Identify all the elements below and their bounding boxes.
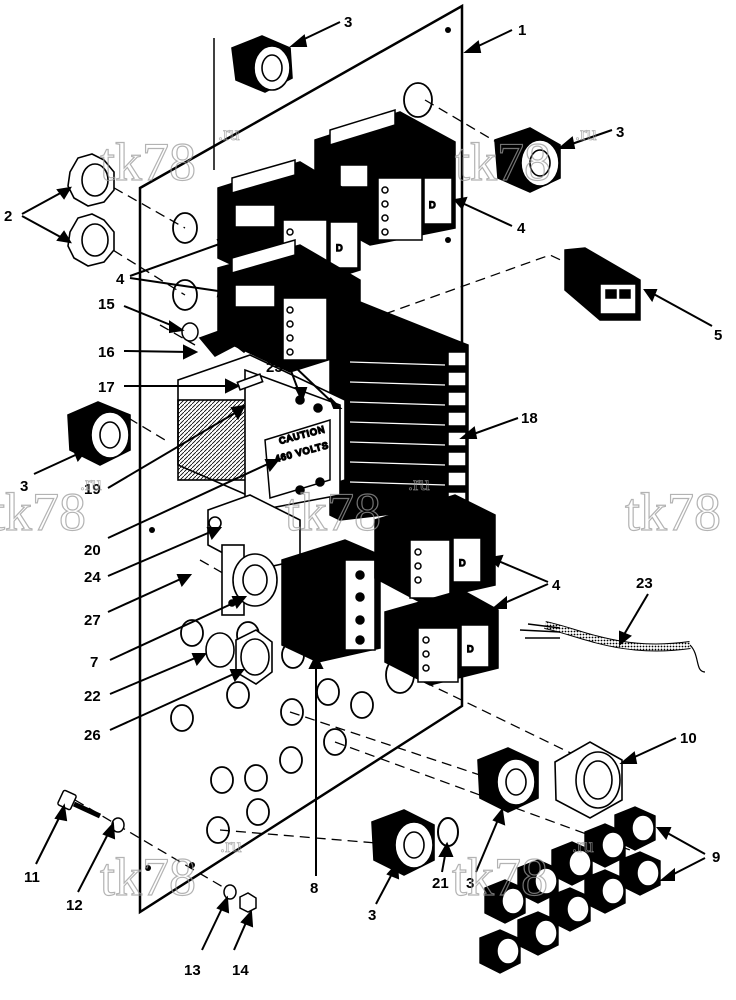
watermark-6: tk78: [100, 847, 196, 907]
callout-18: 18: [521, 410, 538, 427]
callout-15: 15: [98, 296, 115, 313]
callout-10: 10: [680, 730, 697, 747]
svg-text:D: D: [336, 243, 344, 253]
plug-bottom-middle: [477, 747, 539, 813]
callout-11: 11: [24, 869, 40, 886]
locknut-lower: [67, 213, 115, 267]
hardware-set: [57, 789, 257, 913]
plug-cluster: [479, 806, 661, 974]
callout-1: 1: [518, 22, 526, 39]
watermark-3-suffix: .ru: [80, 473, 102, 495]
svg-text:D: D: [467, 644, 475, 654]
callout-23: 23: [636, 575, 653, 592]
callout-22: 22: [84, 688, 101, 705]
callout-3-right: 3: [616, 124, 624, 141]
contactor-lower-upper: D: [374, 494, 496, 603]
callout-8: 8: [310, 880, 318, 897]
callout-26: 26: [84, 727, 101, 744]
callout-4-lower: 4: [552, 577, 561, 594]
callout-3-bottom-left: 3: [368, 907, 376, 924]
callout-12: 12: [66, 897, 83, 914]
callout-3-bottom-middle: 3: [466, 875, 474, 892]
locknut-upper: [67, 153, 115, 207]
leader-lines: [21, 21, 713, 951]
watermark-4: tk78: [285, 482, 381, 542]
transformer: CAUTION 460 VOLTS: [177, 354, 346, 511]
callout-4-upper: 4: [116, 271, 125, 288]
watermark-1: tk78: [100, 132, 196, 192]
watermark-2-suffix: .ru: [575, 123, 597, 145]
callout-3-left: 3: [20, 478, 28, 495]
o-ring: [437, 817, 459, 847]
watermark-6-suffix: .ru: [220, 835, 242, 857]
watermark-1-suffix: .ru: [218, 123, 240, 145]
watermark-7-suffix: .ru: [572, 835, 594, 857]
callout-21: 21: [432, 875, 449, 892]
callout-24: 24: [84, 569, 101, 586]
watermarks: tk78 .ru tk78 .ru tk78 .ru tk78 .ru tk78…: [0, 123, 722, 908]
watermark-2: tk78: [455, 132, 551, 192]
fuse-holder: [207, 494, 301, 616]
watermark-5: tk78: [625, 482, 721, 542]
callout-19: 19: [84, 481, 101, 498]
callout-13: 13: [184, 962, 201, 979]
callout-17: 17: [98, 379, 115, 396]
callout-25: 25: [266, 359, 283, 376]
watermark-4-suffix: .ru: [408, 473, 430, 495]
callout-7: 7: [90, 654, 98, 671]
callout-27: 27: [84, 612, 101, 629]
watermark-7: tk78: [452, 847, 548, 907]
terminal-stud: [181, 322, 246, 357]
callout-3-top: 3: [344, 14, 352, 31]
callout-2: 2: [4, 208, 12, 225]
bushing-assembly: [205, 629, 273, 685]
connector-plug: [564, 247, 641, 321]
adapter-fitting: [554, 741, 623, 819]
plug-top: [231, 35, 293, 93]
plug-bottom-left: [371, 809, 435, 876]
wire-lead: [519, 621, 706, 673]
plug-right: [494, 127, 561, 193]
callout-20: 20: [84, 542, 101, 559]
callout-16: 16: [98, 344, 115, 361]
svg-text:D: D: [459, 558, 467, 568]
callout-14: 14: [232, 962, 249, 979]
callout-5: 5: [714, 327, 722, 344]
contactor-lower-lower: D: [384, 589, 499, 686]
watermark-3: tk78: [0, 482, 86, 542]
callout-9: 9: [712, 849, 720, 866]
callout-4-right: 4: [517, 220, 526, 237]
callout-labels: 1 2 3 3 3 3 3 4 4 4 5 7 8 9 10 11 12 13 …: [4, 14, 722, 979]
svg-text:D: D: [429, 200, 437, 210]
relay-block: [281, 539, 381, 663]
